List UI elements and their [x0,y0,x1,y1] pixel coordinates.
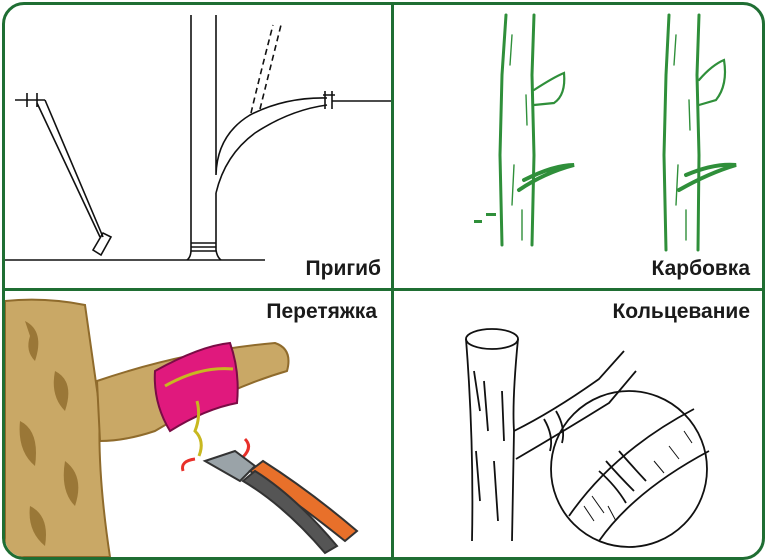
label-prigib: Пригиб [302,256,385,282]
constriction-illustration [5,291,391,557]
panel-karbovka: Карбовка [394,5,762,288]
label-karbovka: Карбовка [648,256,754,282]
label-koltsevanie: Кольцевание [608,299,754,325]
panel-koltsevanie: Кольцевание [394,291,762,557]
panel-peretyazhka: Перетяжка [5,291,391,557]
label-peretyazhka: Перетяжка [262,299,381,325]
branch-bending-illustration [5,5,391,288]
ringing-illustration [394,291,762,557]
notching-illustration [394,5,762,288]
panel-prigib: Пригиб [5,5,391,288]
